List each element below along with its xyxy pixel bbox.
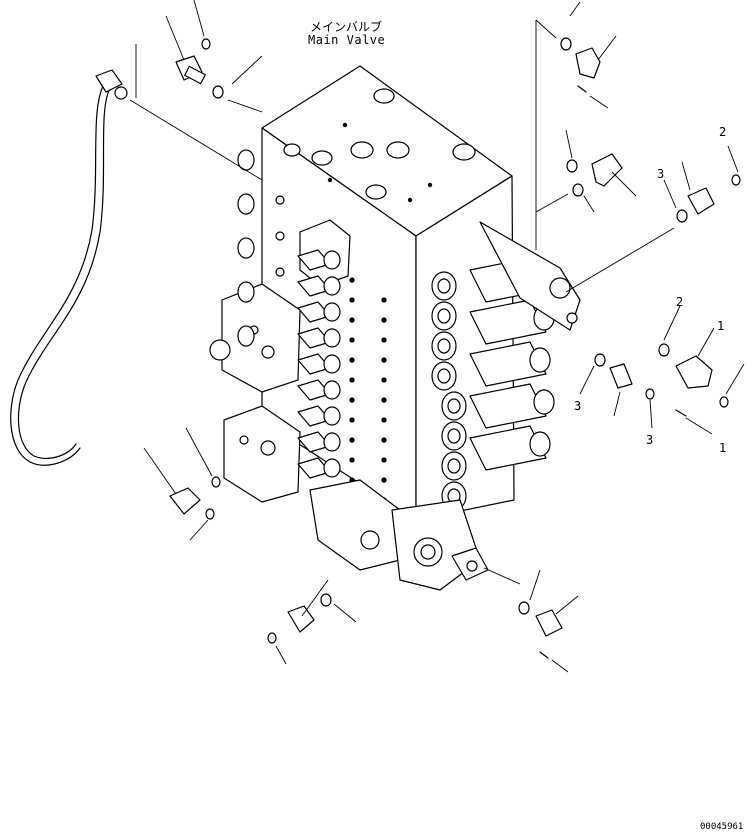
o-ring bbox=[205, 508, 215, 520]
callout-label: 1 bbox=[717, 319, 724, 333]
o-ring bbox=[658, 343, 670, 357]
callout-label: 2 bbox=[676, 295, 683, 309]
spool-plug bbox=[431, 331, 457, 361]
spool-plug bbox=[437, 338, 451, 354]
port-hole bbox=[381, 297, 387, 303]
title-japanese: メインバルブ bbox=[310, 20, 383, 34]
o-ring bbox=[572, 183, 584, 197]
port-hole bbox=[381, 377, 387, 383]
port-hole bbox=[381, 417, 387, 423]
spool-plug bbox=[441, 451, 467, 481]
spool-cap bbox=[529, 347, 551, 373]
callout-label: 3 bbox=[657, 167, 664, 181]
drawing-code: 00045961 bbox=[700, 822, 744, 832]
o-ring bbox=[560, 37, 572, 51]
spool-plug bbox=[441, 391, 467, 421]
side-fitting-cap bbox=[323, 406, 341, 426]
rear-plug bbox=[237, 193, 255, 215]
side-fitting-cap bbox=[323, 328, 341, 348]
leader-lines bbox=[129, 0, 745, 673]
left-section-plates bbox=[209, 219, 481, 591]
rear-plug bbox=[237, 237, 255, 259]
spool-cylinder bbox=[469, 299, 547, 345]
port-hole bbox=[275, 231, 285, 241]
spool-plug bbox=[431, 271, 457, 301]
spool-cylinder bbox=[469, 341, 547, 387]
o-ring bbox=[731, 174, 741, 186]
port-hole bbox=[349, 417, 355, 423]
rear-plug bbox=[237, 281, 255, 303]
o-ring bbox=[645, 388, 655, 400]
spool-plug bbox=[431, 301, 457, 331]
side-fitting-cap bbox=[323, 250, 341, 270]
spool-cap bbox=[533, 389, 555, 415]
spool-plug bbox=[447, 428, 461, 444]
spool-plug bbox=[431, 361, 457, 391]
port-hole bbox=[381, 337, 387, 343]
spool-plug bbox=[437, 278, 451, 294]
side-fitting-cap bbox=[323, 380, 341, 400]
side-fitting-cap bbox=[323, 276, 341, 296]
left-fittings-stack bbox=[237, 149, 341, 479]
side-fitting-cap bbox=[323, 354, 341, 374]
o-ring bbox=[719, 396, 729, 408]
callout-labels: 2 3 2 3 1 1 3 bbox=[574, 125, 726, 455]
port-hole bbox=[275, 195, 285, 205]
o-ring bbox=[212, 85, 224, 99]
spool-cylinder bbox=[469, 425, 547, 471]
callout-label: 2 bbox=[719, 125, 726, 139]
port-hole bbox=[381, 457, 387, 463]
port-hole bbox=[349, 437, 355, 443]
o-ring bbox=[201, 38, 211, 50]
port-hole bbox=[349, 397, 355, 403]
o-ring bbox=[267, 632, 277, 644]
port-hole bbox=[349, 357, 355, 363]
port-hole bbox=[381, 477, 387, 483]
spool-plug bbox=[447, 398, 461, 414]
o-ring bbox=[320, 593, 332, 607]
port-hole bbox=[381, 397, 387, 403]
o-ring bbox=[594, 353, 606, 367]
side-fitting-cap bbox=[323, 432, 341, 452]
solenoid-cap bbox=[566, 312, 578, 324]
right-spool-stack bbox=[431, 221, 581, 511]
callout-label: 1 bbox=[719, 441, 726, 455]
spool-plug bbox=[437, 308, 451, 324]
side-fitting-cap bbox=[323, 302, 341, 322]
port-hole bbox=[349, 317, 355, 323]
spool-plug bbox=[441, 421, 467, 451]
spool-plug bbox=[437, 368, 451, 384]
port-hole bbox=[349, 297, 355, 303]
side-fitting-cap bbox=[323, 458, 341, 478]
callout-label: 3 bbox=[646, 433, 653, 447]
spool-plug bbox=[447, 458, 461, 474]
title-english: Main Valve bbox=[308, 33, 386, 47]
port-hole bbox=[381, 357, 387, 363]
port-hole bbox=[349, 337, 355, 343]
spool-cylinder bbox=[469, 383, 547, 429]
rear-plug bbox=[237, 325, 255, 347]
o-ring bbox=[566, 159, 578, 173]
o-ring bbox=[211, 476, 221, 488]
port-hole bbox=[381, 317, 387, 323]
hose-pipe bbox=[10, 69, 128, 466]
callout-label: 3 bbox=[574, 399, 581, 413]
port-hole bbox=[349, 277, 355, 283]
port-hole bbox=[275, 267, 285, 277]
port-hole bbox=[349, 377, 355, 383]
spool-cap bbox=[529, 431, 551, 457]
port-hole bbox=[381, 437, 387, 443]
o-ring bbox=[676, 209, 688, 223]
o-ring bbox=[518, 601, 530, 615]
exploded-parts bbox=[169, 37, 741, 659]
solenoid-cap bbox=[549, 277, 571, 299]
port-hole bbox=[349, 457, 355, 463]
